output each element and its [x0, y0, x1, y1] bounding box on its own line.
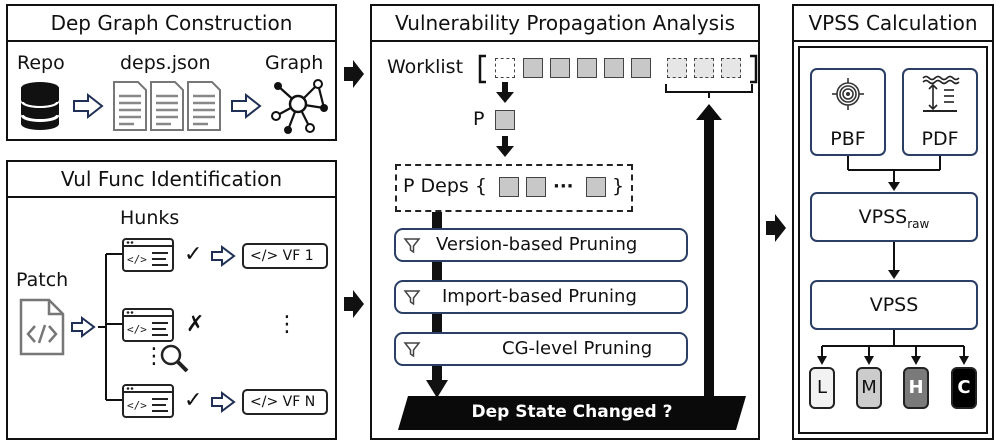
- worklist-item: [577, 58, 597, 78]
- level-high-box: H: [903, 367, 929, 409]
- decision-label: Dep State Changed ?: [471, 402, 673, 422]
- vpss-box: VPSS: [810, 280, 978, 330]
- code-hunk-icon: </>: [122, 238, 174, 272]
- depth-icon: [922, 75, 960, 112]
- vpss-title: VPSS Calculation: [794, 6, 992, 42]
- graph-label: Graph: [265, 52, 324, 74]
- p-deps-label: P Deps {: [403, 175, 487, 197]
- feedback-loop: [665, 84, 753, 406]
- vf-n-box: </> VF N: [242, 389, 328, 415]
- arrow-down-icon: [496, 136, 514, 157]
- p-dep-item: [499, 177, 519, 197]
- code-file-icon: [19, 298, 65, 356]
- level-low-box: L: [809, 367, 835, 409]
- filter-icon: [403, 342, 421, 358]
- worklist-item: [550, 58, 570, 78]
- filter-icon: [403, 290, 421, 306]
- vpss-inner-frame: [798, 46, 988, 434]
- arrow-right-icon: [344, 60, 364, 88]
- svg-text:</>: </>: [127, 323, 147, 336]
- arrow-right-icon: [231, 92, 262, 120]
- code-hunk-icon: </>: [122, 384, 174, 418]
- level-medium-box: M: [856, 367, 882, 409]
- check-mark-icon: ✓: [184, 242, 203, 267]
- deps-json-label: deps.json: [120, 52, 211, 74]
- worklist-item: [604, 58, 624, 78]
- patch-label: Patch: [16, 269, 69, 291]
- dep-ellipsis: ···: [553, 176, 574, 197]
- magnifier-icon: [160, 344, 189, 373]
- vertical-ellipsis: ⋮: [276, 312, 298, 337]
- arrow-right-icon: [73, 92, 104, 120]
- cg-pruning-box: CG-level Pruning: [394, 332, 688, 366]
- worklist-item: [523, 58, 543, 78]
- worklist-label: Worklist: [387, 56, 464, 78]
- worklist-item-new: [721, 58, 741, 78]
- hunk-tree-connector: [98, 253, 122, 401]
- vf-1-box: </> VF 1: [242, 243, 328, 269]
- arrow-right-icon: [211, 391, 236, 413]
- pbf-label: PBF: [830, 128, 866, 150]
- split-connector: [817, 330, 969, 365]
- arrow-right-icon: [71, 316, 96, 338]
- arrow-right-icon: [766, 214, 786, 242]
- arrow-right-icon: [211, 245, 236, 267]
- json-documents-icon: [113, 81, 221, 131]
- svg-text:</>: </>: [127, 399, 147, 412]
- arrow-down-icon: [496, 82, 514, 103]
- worklist-item-dashed: [495, 58, 515, 78]
- check-mark-icon: ✓: [184, 388, 203, 413]
- p-dep-item: [586, 177, 606, 197]
- vpss-raw-main: VPSS: [858, 206, 908, 228]
- svg-text:</>: </>: [127, 253, 147, 266]
- version-pruning-label: Version-based Pruning: [436, 234, 638, 255]
- vul-func-title: Vul Func Identification: [8, 162, 335, 198]
- code-hunk-icon: </>: [122, 308, 174, 342]
- import-pruning-box: Import-based Pruning: [394, 280, 688, 314]
- worklist-brackets: [478, 54, 758, 84]
- p-label: P: [473, 108, 485, 130]
- hunks-label: Hunks: [120, 207, 180, 229]
- pdf-label: PDF: [921, 128, 959, 150]
- worklist-item-new: [694, 58, 714, 78]
- cross-mark-icon: ✗: [186, 312, 205, 337]
- vpss-label: VPSS: [869, 294, 919, 316]
- merge-connector: [847, 156, 941, 191]
- arrow-down-icon: [888, 242, 900, 279]
- target-icon: [832, 78, 864, 110]
- dep-graph-title: Dep Graph Construction: [8, 6, 335, 42]
- decision-bar: [398, 396, 746, 430]
- worklist-item-new: [667, 58, 687, 78]
- level-critical-box: C: [951, 367, 977, 409]
- propagation-title: Vulnerability Propagation Analysis: [372, 6, 758, 42]
- p-deps-close: }: [612, 175, 625, 197]
- vpss-raw-box: VPSSraw: [810, 192, 978, 242]
- graph-network-icon: [271, 79, 328, 134]
- arrow-right-icon: [344, 290, 364, 318]
- cg-pruning-label: CG-level Pruning: [502, 338, 653, 359]
- import-pruning-label: Import-based Pruning: [442, 286, 637, 307]
- vpss-raw-sub: raw: [907, 216, 930, 231]
- filter-icon: [403, 238, 421, 254]
- p-item: [495, 110, 515, 130]
- vertical-ellipsis: ⋮: [143, 344, 165, 369]
- repo-label: Repo: [17, 52, 65, 74]
- p-dep-item: [526, 177, 546, 197]
- worklist-item: [631, 58, 651, 78]
- version-pruning-box: Version-based Pruning: [394, 228, 688, 262]
- database-icon: [21, 82, 59, 130]
